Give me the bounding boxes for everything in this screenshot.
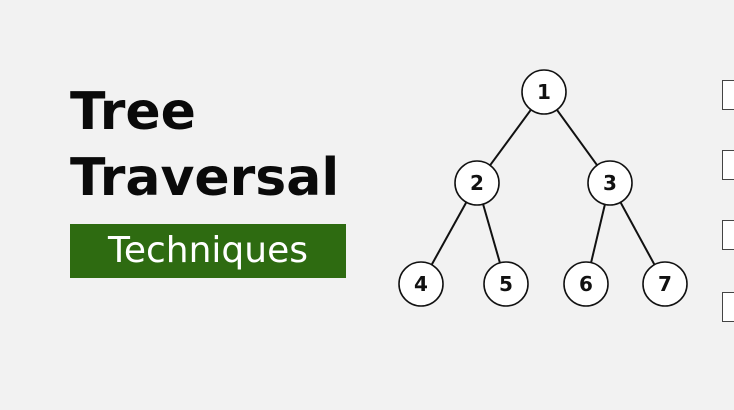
tree-node-1: 1: [521, 69, 567, 115]
title-line-1: Tree: [70, 82, 196, 142]
node-circle-5: [483, 261, 529, 307]
tree-edges: [430, 109, 656, 266]
node-circle-3: [587, 160, 633, 206]
node-circle-7: [642, 261, 688, 307]
node-circle-6: [563, 261, 609, 307]
node-label-2: 2: [470, 171, 484, 195]
tree-nodes: 1 2 3 4 5 6 7: [398, 69, 688, 307]
node-label-5: 5: [499, 272, 513, 296]
node-label-3: 3: [603, 171, 617, 195]
tree-node-7: 7: [642, 261, 688, 307]
edge-2-5: [482, 203, 501, 264]
node-label-1: 1: [537, 80, 551, 104]
node-circle-2: [454, 160, 500, 206]
edge-1-3: [556, 109, 598, 166]
tree-node-4: 4: [398, 261, 444, 307]
side-box-3: [722, 220, 734, 250]
side-box-4: [722, 292, 734, 322]
side-box-1: [722, 80, 734, 110]
tree-node-5: 5: [483, 261, 529, 307]
title-line-2: Traversal: [70, 148, 340, 208]
node-label-7: 7: [658, 272, 672, 296]
node-circle-1: [521, 69, 567, 115]
node-circle-4: [398, 261, 444, 307]
edge-3-7: [619, 201, 656, 266]
side-box-2: [722, 150, 734, 180]
tree-node-2: 2: [454, 160, 500, 206]
node-label-6: 6: [579, 272, 593, 296]
tree-node-3: 3: [587, 160, 633, 206]
edge-2-4: [430, 201, 468, 266]
highlight-label: Techniques: [70, 224, 346, 278]
tree-node-6: 6: [563, 261, 609, 307]
node-label-4: 4: [414, 272, 428, 296]
edge-3-6: [590, 204, 606, 263]
edge-1-2: [489, 109, 532, 166]
